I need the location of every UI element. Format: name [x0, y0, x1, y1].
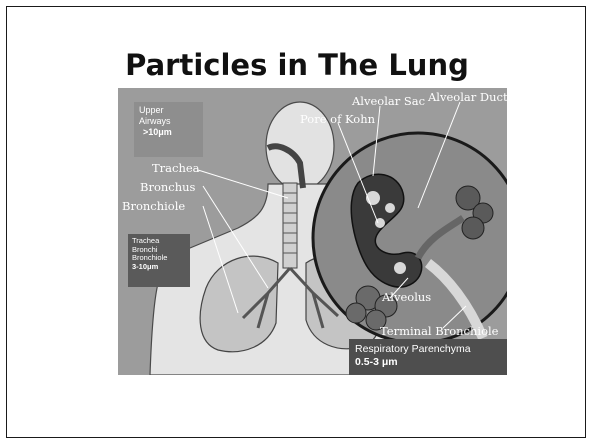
upper-airways-size: >10μm [139, 127, 203, 138]
conducting-airways-box: Trachea Bronchi Bronchiole 3-10μm [128, 234, 190, 287]
respiratory-parenchyma-box: Respiratory Parenchyma 0.5-3 μm [349, 339, 507, 375]
upper-airways-line-1: Upper [139, 105, 203, 116]
label-alveolus: Alveolus [382, 292, 431, 304]
conducting-size: 3-10μm [132, 263, 190, 272]
slide-title: Particles in The Lung [0, 48, 594, 82]
label-terminal-bronchiole: Terminal Bronchiole [380, 326, 498, 338]
parenchyma-name: Respiratory Parenchyma [355, 343, 507, 356]
label-trachea: Trachea [152, 163, 200, 175]
lung-diagram: Upper Airways >10μm Trachea Bronchi Bron… [118, 88, 507, 375]
label-bronchus: Bronchus [140, 182, 195, 194]
upper-airways-box: Upper Airways >10μm [134, 102, 203, 157]
label-bronchiole: Bronchiole [122, 201, 185, 213]
trachea-shape [283, 183, 297, 268]
magnified-alveoli [313, 133, 507, 343]
label-pore-of-kohn: Pore of Kohn [300, 114, 375, 126]
label-alveolar-duct: Alveolar Duct [428, 92, 507, 104]
parenchyma-size: 0.5-3 μm [355, 356, 507, 369]
upper-airways-line-2: Airways [139, 116, 203, 127]
label-alveolar-sac: Alveolar Sac [352, 96, 425, 108]
